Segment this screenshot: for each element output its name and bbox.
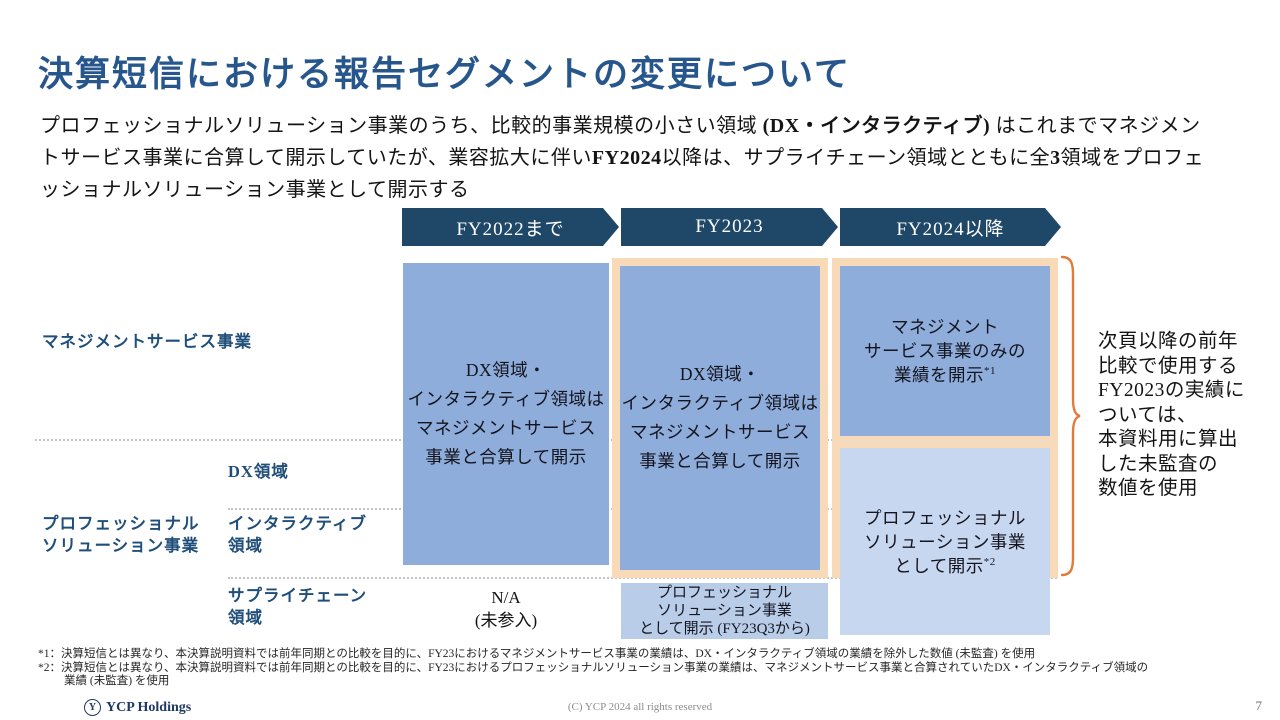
row-label-professional-solutions: プロフェッショナル ソリューション事業: [42, 513, 200, 557]
row-label-dx-domain: DX領域: [228, 462, 289, 481]
row-label-line: サプライチェーン: [228, 586, 368, 605]
na-text: N/A: [491, 588, 521, 607]
segment-box-fy2023-supply-chain: プロフェッショナル ソリューション事業 として開示 (FY23Q3から): [621, 583, 828, 639]
side-note-line: 本資料用に算出: [1098, 429, 1239, 450]
side-note-line: した未監査の: [1098, 453, 1219, 475]
row-label-line: インタラクティブ: [228, 514, 368, 533]
box-text-line: として開示 (FY23Q3から): [639, 621, 810, 637]
dotted-separator-3: [228, 577, 1057, 579]
footer-brand: Y YCP Holdings: [84, 699, 191, 716]
intro-line-3: ッショナルソリューション事業として開示する: [40, 179, 470, 201]
side-note-line: 次頁以降の前年: [1098, 331, 1239, 352]
intro-text: トサービス事業に合算して開示していたが、業容拡大に伴い: [40, 147, 592, 169]
footer-brand-name: YCP Holdings: [106, 699, 192, 715]
intro-text: プロフェッショナルソリューション事業のうち、比較的事業規模の小さい領域: [40, 115, 763, 137]
box-text-line: プロフェッショナル: [656, 585, 792, 601]
box-text-line: DX領域・: [679, 364, 761, 384]
box-text-line: サービス事業のみの: [864, 341, 1026, 361]
page-number: 7: [1255, 698, 1263, 713]
box-text-line: として開示*2: [894, 554, 995, 578]
intro-text: はこれまでマネジメン: [990, 115, 1201, 137]
side-note-line: ついては、: [1098, 404, 1198, 426]
page-title: 決算短信における報告セグメントの変更について: [38, 55, 851, 94]
footnotes: *1：決算短信とは異なり、本決算説明資料では前年同期との比較を目的に、FY23に…: [38, 648, 1148, 689]
box-text-line: ソリューション事業: [864, 531, 1026, 552]
box-text-line: インタラクティブ領域は: [621, 393, 819, 413]
segment-box-fy2024-management: マネジメント サービス事業のみの 業績を開示*1: [840, 266, 1050, 436]
side-note: 次頁以降の前年 比較で使用する FY2023の実績に ついては、 本資料用に算出…: [1098, 330, 1245, 502]
segment-box-fy2023-combined: DX領域・ インタラクティブ領域は マネジメントサービス 事業と合算して開示: [620, 266, 820, 570]
intro-text: 以降は、サプライチェーン領域とともに全: [661, 147, 1051, 169]
brace-icon: [1060, 255, 1081, 577]
fy2024-panel-dotted-separator: [840, 440, 1050, 442]
segment-box-fy2022-combined: DX領域・ インタラクティブ領域は マネジメントサービス 事業と合算して開示: [403, 263, 609, 565]
box-text-line: マネジメント: [891, 317, 999, 337]
box-text-line: マネジメントサービス: [630, 422, 810, 442]
side-note-line: 比較で使用する: [1098, 355, 1239, 377]
timeline-arrow-fy2023: FY2023: [621, 208, 838, 246]
na-text: (未参入): [474, 611, 538, 630]
box-text-line: インタラクティブ領域は: [407, 389, 605, 409]
segment-box-fy2024-professional: プロフェッショナル ソリューション事業 として開示*2: [840, 448, 1050, 635]
box-text: 業績を開示: [894, 365, 984, 385]
box-text-line: 業績を開示*1: [894, 363, 996, 387]
footer-copyright: (C) YCP 2024 all rights reserved: [567, 701, 713, 713]
footnote-2-continued: 業績 (未監査) を使用: [64, 675, 170, 687]
box-text-line: 事業と合算して開示: [425, 447, 587, 467]
ycp-logo-icon: Y: [84, 699, 101, 716]
box-text-line: ソリューション事業: [657, 603, 792, 619]
intro-text: 領域をプロフェ: [1060, 147, 1205, 169]
intro-paragraph: プロフェッショナルソリューション事業のうち、比較的事業規模の小さい領域 (DX・…: [40, 110, 1204, 206]
box-text-line: DX領域・: [465, 360, 547, 380]
intro-bold-fy2024: FY2024: [591, 147, 662, 169]
timeline-arrow-fy2022: FY2022まで: [402, 208, 619, 246]
row-label-supply-chain-domain: サプライチェーン 領域: [228, 585, 367, 629]
na-cell-fy2022-supply-chain: N/A (未参入): [403, 586, 609, 632]
footnote-marker-1: *1: [984, 365, 996, 378]
side-note-line: FY2023の実績に: [1098, 380, 1245, 401]
row-label-line: 領域: [228, 608, 263, 627]
box-text-line: プロフェッショナル: [864, 507, 1026, 528]
intro-bold-3: 3: [1050, 147, 1061, 169]
timeline-arrow-fy2024: FY2024以降: [840, 208, 1061, 246]
footnote-2: *2：決算短信とは異なり、本決算説明資料では前年同期との比較を目的に、FY23に…: [38, 661, 1149, 674]
box-text: として開示: [894, 555, 984, 576]
intro-line-2: トサービス事業に合算して開示していたが、業容拡大に伴いFY2024以降は、サプラ…: [40, 142, 1204, 174]
row-label-line: プロフェッショナル: [42, 514, 200, 533]
side-note-line: 数値を使用: [1098, 478, 1199, 499]
intro-line-1: プロフェッショナルソリューション事業のうち、比較的事業規模の小さい領域 (DX・…: [40, 110, 1204, 142]
footnote-marker-2: *2: [983, 555, 996, 568]
intro-bold-dx-interactive: (DX・インタラクティブ): [762, 115, 991, 137]
footnote-1: *1：決算短信とは異なり、本決算説明資料では前年同期との比較を目的に、FY23に…: [38, 648, 1036, 660]
row-label-line: ソリューション事業: [42, 536, 200, 555]
row-label-line: 領域: [228, 536, 263, 555]
box-text-line: 事業と合算して開示: [639, 451, 801, 471]
row-label-management-services: マネジメントサービス事業: [42, 332, 252, 351]
box-text-line: マネジメントサービス: [416, 418, 596, 438]
row-label-interactive-domain: インタラクティブ 領域: [228, 513, 367, 557]
